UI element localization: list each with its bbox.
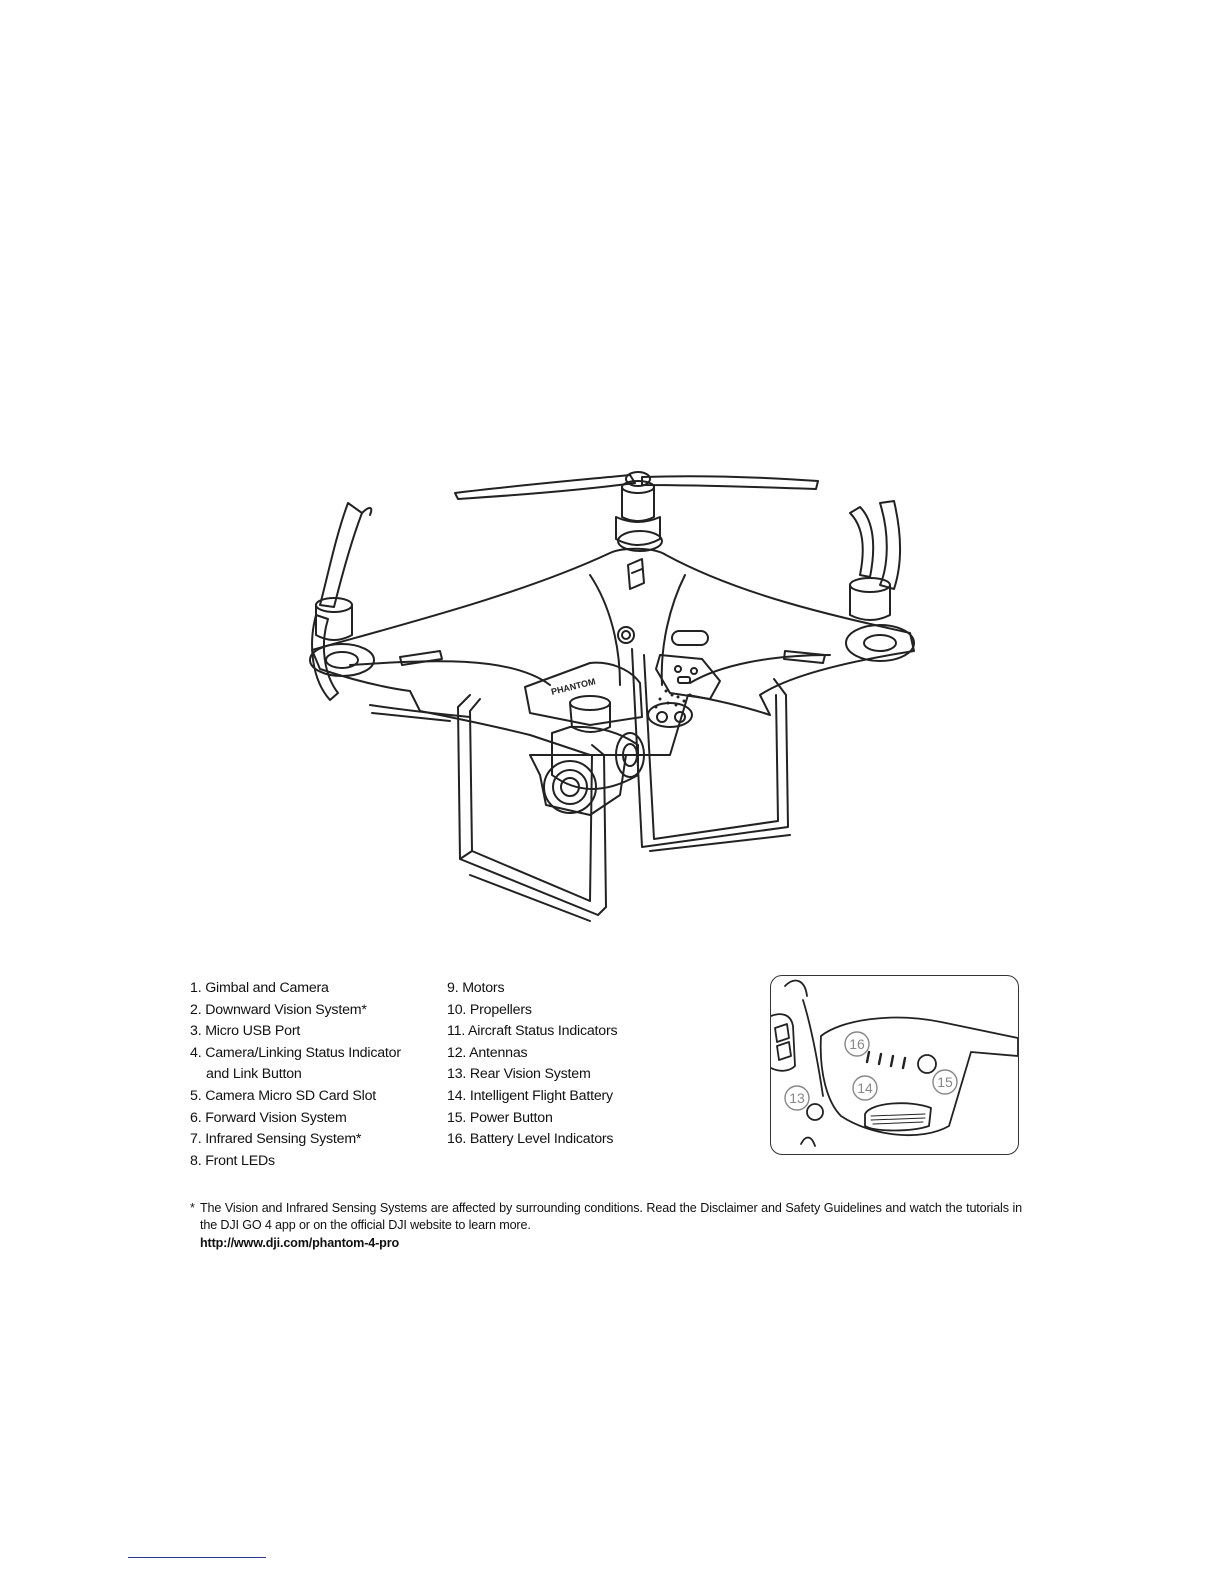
item-number: 2.: [190, 1001, 202, 1018]
page-footer-rule: [128, 1557, 266, 1558]
item-number: 9.: [447, 980, 459, 996]
item-label: Micro USB Port: [205, 1023, 301, 1040]
list-item: 8. Front LEDs: [190, 1151, 430, 1173]
item-label: Intelligent Flight Battery: [469, 1087, 613, 1104]
list-item: 12. Antennas: [447, 1043, 687, 1065]
item-number: 3.: [190, 1023, 202, 1040]
propeller-left: [319, 502, 363, 608]
front-led-left: [399, 650, 443, 666]
battery-handle: [864, 1102, 932, 1132]
item-label: Front LEDs: [205, 1152, 275, 1169]
list-item: 16. Battery Level Indicators: [447, 1129, 687, 1151]
item-label: Power Button: [469, 1109, 553, 1126]
aircraft-body: [311, 547, 915, 756]
battery-level-indicators: [865, 1050, 907, 1070]
list-item: 5. Camera Micro SD Card Slot: [190, 1086, 430, 1108]
item-number: 10.: [447, 1001, 467, 1018]
item-number: 14.: [447, 1087, 467, 1104]
item-label: Camera/Linking Status Indicator: [205, 1044, 401, 1061]
item-number: 8.: [190, 1152, 202, 1169]
item-label: Propellers: [469, 1001, 532, 1018]
footnote-text: The Vision and Infrared Sensing Systems …: [200, 1201, 1022, 1232]
item-label: Rear Vision System: [469, 1066, 591, 1083]
list-item: 4. Camera/Linking Status Indicator and Li…: [190, 1043, 430, 1086]
callout-13: 13: [789, 1090, 805, 1106]
item-label: Downward Vision System*: [205, 1001, 367, 1018]
landing-gear-left: [457, 694, 607, 922]
callout-16: 16: [849, 1036, 865, 1052]
footnote-asterisk: *: [190, 1201, 195, 1215]
callout-15: 15: [937, 1074, 953, 1090]
item-number: 7.: [190, 1131, 202, 1148]
item-label: Antennas: [469, 1044, 528, 1061]
item-label: Forward Vision System: [205, 1109, 347, 1126]
item-label: Camera Micro SD Card Slot: [205, 1087, 377, 1104]
forward-vision-panel: [655, 654, 721, 700]
motor-top: [615, 480, 663, 552]
website-link[interactable]: http://www.dji.com/phantom-4-pro: [200, 1236, 400, 1250]
parts-list-left: 1. Gimbal and Camera 2. Downward Vision …: [190, 978, 430, 1172]
phantom-body-label: PHANTOM: [550, 676, 596, 697]
gimbal-camera: [529, 695, 645, 816]
list-item: 3. Micro USB Port: [190, 1021, 430, 1043]
item-label: Gimbal and Camera: [205, 980, 329, 996]
list-item: 6. Forward Vision System: [190, 1108, 430, 1130]
item-number: 4.: [190, 1044, 202, 1061]
rear-vision-sensor: [806, 1103, 824, 1121]
battery-panel: [819, 1016, 1018, 1137]
item-label: Aircraft Status Indicators: [468, 1023, 618, 1040]
propeller-top: [454, 474, 636, 500]
infrared-sensor: [671, 630, 709, 646]
item-label: Infrared Sensing System*: [205, 1131, 362, 1148]
list-item: 7. Infrared Sensing System*: [190, 1129, 430, 1151]
drone-illustration: PHANTOM: [290, 455, 950, 925]
parts-list-right: 9. Motors 10. Propellers 11. Aircraft St…: [447, 978, 687, 1151]
item-number: 15.: [447, 1109, 467, 1126]
item-number: 12.: [447, 1044, 467, 1061]
item-number: 5.: [190, 1087, 202, 1104]
list-item: 14. Intelligent Flight Battery: [447, 1086, 687, 1108]
list-item: 11. Aircraft Status Indicators: [447, 1021, 687, 1043]
item-number: 11.: [447, 1023, 466, 1040]
item-label: Battery Level Indicators: [469, 1131, 614, 1148]
item-number: 1.: [190, 980, 202, 996]
item-number: 13.: [447, 1066, 467, 1083]
rear-detail-inset: 16 13 14 15: [770, 975, 1019, 1155]
list-item: 10. Propellers: [447, 1000, 687, 1022]
power-button: [917, 1054, 937, 1074]
item-label-continued: and Link Button: [206, 1066, 302, 1083]
camera-mount: [524, 661, 643, 726]
antenna-fins: [627, 558, 645, 590]
front-led-right: [783, 650, 826, 664]
status-indicator: [617, 626, 635, 644]
landing-gear-right: [631, 648, 791, 852]
motor-right: [845, 577, 915, 662]
list-item: 9. Motors: [447, 978, 687, 1000]
list-item: 13. Rear Vision System: [447, 1064, 687, 1086]
list-item: 2. Downward Vision System*: [190, 1000, 430, 1022]
propeller-right: [879, 500, 901, 590]
list-item: 1. Gimbal and Camera: [190, 978, 430, 1000]
item-label: Motors: [462, 980, 505, 996]
footnote: * The Vision and Infrared Sensing System…: [190, 1200, 1022, 1252]
callout-14: 14: [857, 1080, 873, 1096]
item-number: 16.: [447, 1131, 467, 1148]
item-number: 6.: [190, 1109, 202, 1126]
list-item: 15. Power Button: [447, 1108, 687, 1130]
